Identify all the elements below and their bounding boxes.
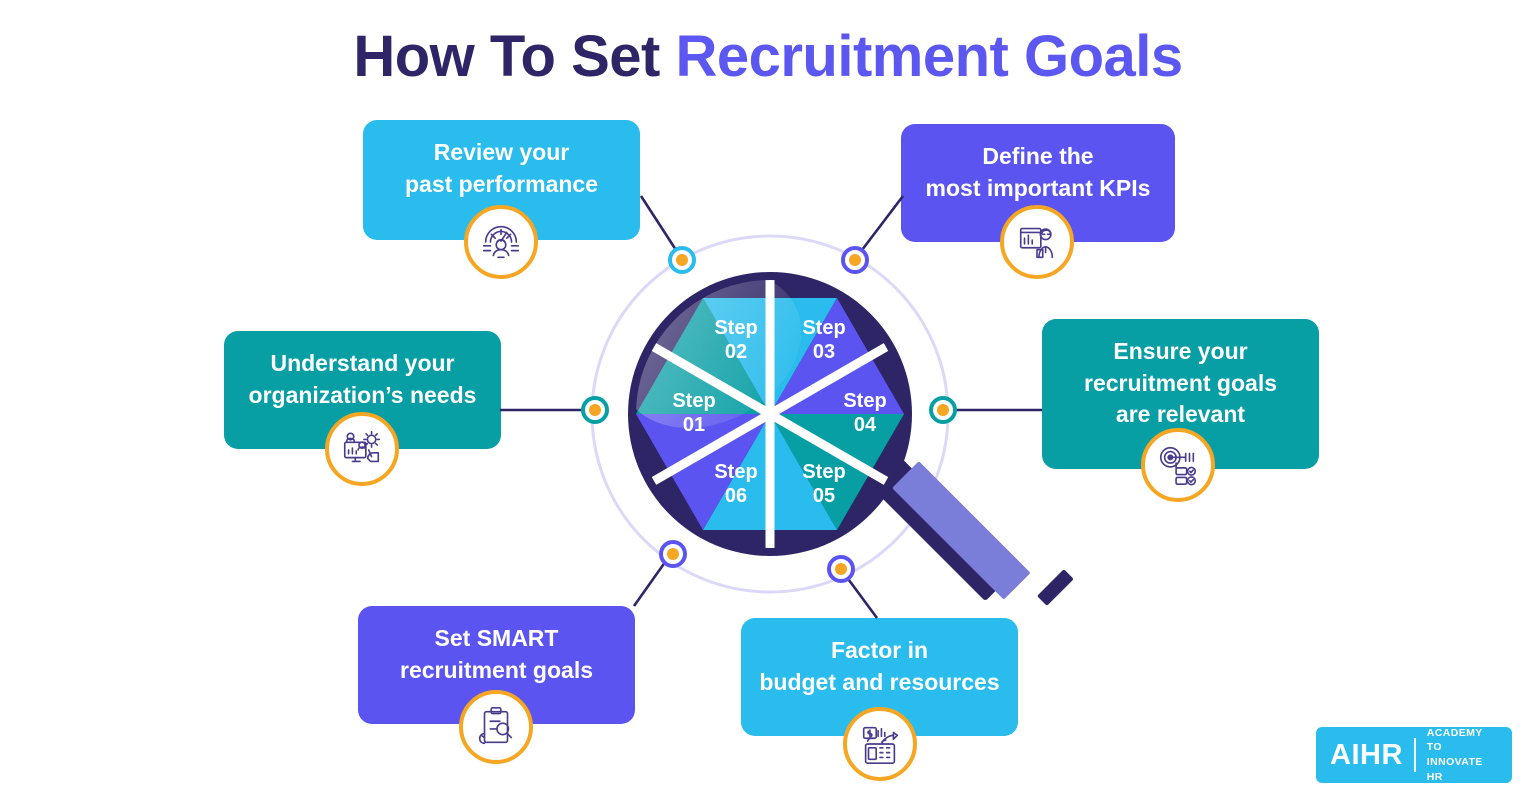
segment-label-step-06: Step bbox=[714, 461, 757, 483]
segment-label-step-02: Step bbox=[714, 317, 757, 339]
monitor-gear-hand-icon bbox=[343, 430, 381, 463]
magnifier-handle bbox=[859, 445, 1073, 606]
card-define-kpis-label: Define the most important KPIs bbox=[925, 143, 1151, 201]
segment-step-06 bbox=[636, 414, 770, 530]
connector-dot-ensure[interactable] bbox=[929, 396, 957, 424]
card-ensure-goals-relevant-label: Ensure your recruitment goals are releva… bbox=[1084, 338, 1277, 428]
aihr-logo-tagline-line-2: INNOVATE HR bbox=[1426, 756, 1483, 783]
icon-medallion-review[interactable] bbox=[464, 205, 538, 279]
aihr-logo-tagline-line-1: ACADEMY TO bbox=[1426, 726, 1483, 754]
card-set-smart-goals-label: Set SMART recruitment goals bbox=[400, 625, 593, 683]
presenter-chart-person-icon bbox=[1019, 227, 1054, 259]
aihr-logo[interactable]: AIHR ACADEMY TO INNOVATE HR bbox=[1316, 727, 1512, 783]
link-review bbox=[639, 195, 678, 251]
calculator-money-hand-icon bbox=[862, 726, 899, 764]
icon-medallion-ensure[interactable] bbox=[1141, 428, 1215, 502]
icon-medallion-kpis[interactable] bbox=[1000, 205, 1074, 279]
connector-dot-understand[interactable] bbox=[581, 396, 609, 424]
segment-number-step-03: 03 bbox=[813, 341, 835, 363]
icon-medallion-budget[interactable] bbox=[843, 707, 917, 781]
card-factor-budget-resources-label: Factor in budget and resources bbox=[759, 637, 1000, 695]
icon-medallion-understand[interactable] bbox=[325, 412, 399, 486]
aihr-logo-mark: AIHR bbox=[1330, 738, 1403, 771]
clipboard-magnifier-icon bbox=[478, 707, 513, 745]
icon-medallion-smart[interactable] bbox=[459, 690, 533, 764]
connector-dot-budget[interactable] bbox=[827, 555, 855, 583]
segment-label-step-04: Step bbox=[843, 390, 886, 412]
segment-number-step-05: 05 bbox=[813, 485, 835, 507]
segment-label-step-03: Step bbox=[802, 317, 845, 339]
segment-number-step-06: 06 bbox=[725, 485, 747, 507]
link-kpis bbox=[860, 195, 905, 251]
connector-dot-smart[interactable] bbox=[659, 540, 687, 568]
performance-gauge-person-icon bbox=[482, 225, 520, 259]
magnifier-wheel: Step 02 Step 03 Step 01 Step 04 Step 06 … bbox=[628, 272, 1073, 606]
page-title-part-2: Recruitment Goals bbox=[675, 24, 1183, 89]
segment-label-step-01: Step bbox=[672, 390, 715, 412]
segment-number-step-04: 04 bbox=[854, 414, 877, 436]
connector-dot-review[interactable] bbox=[668, 246, 696, 274]
segment-number-step-01: 01 bbox=[683, 414, 705, 436]
page-title-part-1: How To Set bbox=[353, 24, 676, 89]
link-smart bbox=[632, 557, 670, 607]
segment-number-step-02: 02 bbox=[725, 341, 747, 363]
connector-dot-kpis[interactable] bbox=[841, 246, 869, 274]
page-title: How To Set Recruitment Goals bbox=[0, 24, 1536, 91]
aihr-logo-divider bbox=[1413, 738, 1416, 772]
segment-label-step-05: Step bbox=[802, 461, 845, 483]
target-dart-checklist-icon bbox=[1159, 446, 1197, 486]
segment-step-04 bbox=[770, 414, 904, 530]
card-review-past-performance-label: Review your past performance bbox=[404, 139, 598, 197]
segment-step-03 bbox=[770, 298, 904, 414]
card-understand-organization-needs-label: Understand your organization’s needs bbox=[248, 350, 477, 408]
aihr-logo-tagline: ACADEMY TO INNOVATE HR bbox=[1427, 726, 1498, 785]
